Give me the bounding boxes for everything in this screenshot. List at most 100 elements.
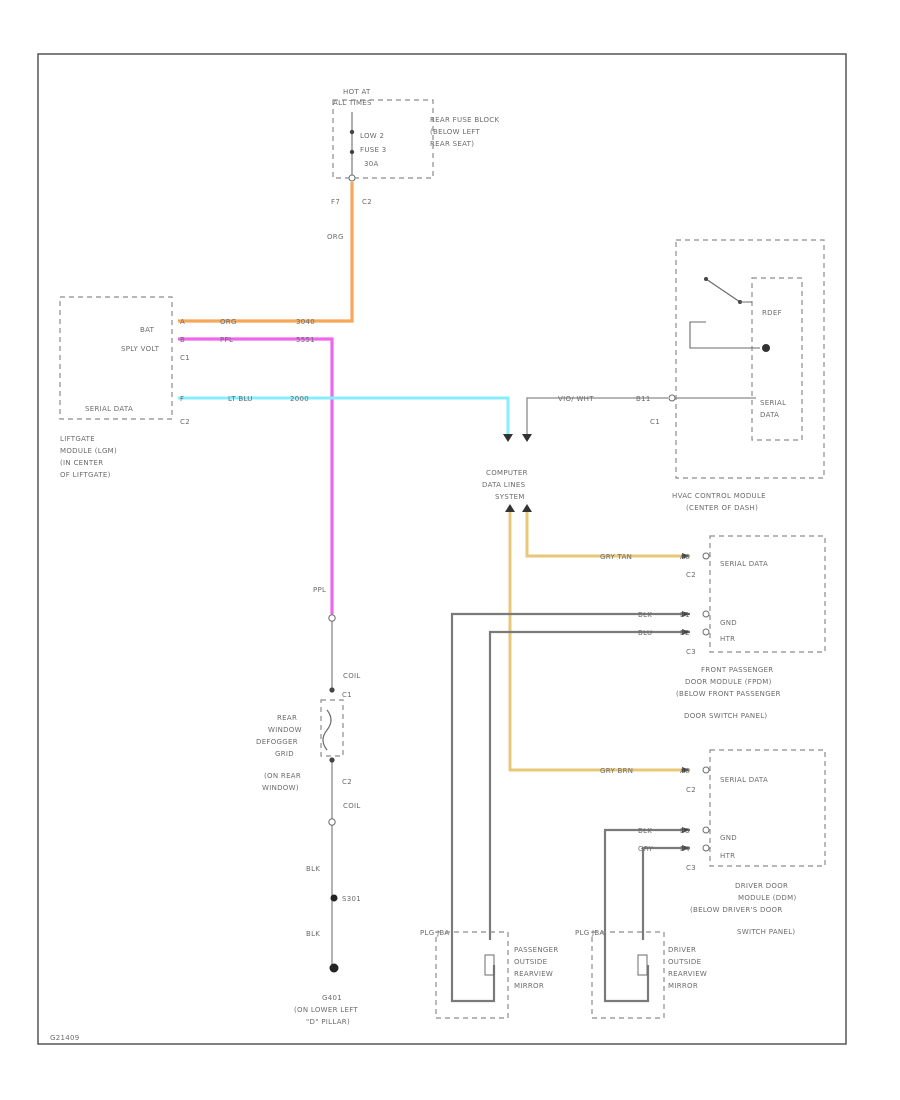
fpdm-htr-label: HTR [720,635,735,643]
hvac-indicator-icon [762,344,770,352]
fuse-block-name-2: (BELOW LEFT [430,128,480,136]
fpdm-gnd-label: GND [720,619,737,627]
fpdm-pin-b1: B1 [680,611,690,619]
wire-gray-ddm [641,846,690,940]
hvac-pin-b11: B11 [636,395,651,403]
liftgate-name-2: MODULE (LGM) [60,447,117,455]
hvac-rdef-label: RDEF [762,309,782,317]
splice-icon [330,894,338,902]
mirror-pass-label-4: MIRROR [514,982,544,990]
wire-label-blk-lower: BLK [306,930,320,938]
wire-label-coil-top: COIL [343,672,361,680]
ddm-name-1: DRIVER DOOR [735,882,788,890]
defogger-label-4: GRID [275,750,294,758]
defogger-c2-label: C2 [342,778,352,786]
wire-label-ppl-lower: PPL [313,586,326,594]
fpdm-name-1: FRONT PASSENGER [701,666,773,674]
fpdm-name-3: (BELOW FRONT PASSENGER [676,690,781,698]
ground-circuit: S301 G401 (ON LOWER LEFT "D" PILLAR) [294,894,361,1026]
hub-arrow-icon [522,434,532,442]
fpdm-c3-label: C3 [686,648,696,656]
hub-arrow-icon [505,504,515,512]
driver-outside-mirror: DRIVER OUTSIDE REARVIEW MIRROR [591,931,707,1019]
fuse-connector-label: C2 [362,198,372,206]
hvac-name-1: HVAC CONTROL MODULE [672,492,766,500]
fuse-block-name-1: REAR FUSE BLOCK [430,116,499,124]
hvac-control-module: RDEF SERIAL DATA B11 C1 HVAC CONTROL MOD… [636,239,825,512]
hvac-c1-label: C1 [650,418,660,426]
fuse-all-times-label: ALL TIMES [333,99,372,107]
wire-tan-ddm [508,506,690,772]
ddm-pin-a6: A6 [680,767,690,775]
liftgate-pin-f: F [180,395,184,403]
wire-label-blk-ddm: BLK [638,827,652,835]
wire-black-fpdm [450,612,690,1003]
fpdm-name-4: DOOR SWITCH PANEL) [684,712,767,720]
passenger-outside-mirror: PASSENGER OUTSIDE REARVIEW MIRROR [435,931,559,1019]
defogger-label-1: REAR [277,714,297,722]
mirror-pass-label-3: REARVIEW [514,970,553,978]
mirror-driver-label-3: REARVIEW [668,970,707,978]
figure-code: G21409 [50,1034,80,1042]
fuse-block-name-3: REAR SEAT) [430,140,474,148]
liftgate-c2-label: C2 [180,418,190,426]
fuse-connector-icon [348,174,356,182]
ddm-name-2: MODULE (DDM) [738,894,797,902]
liftgate-bat-label: BAT [140,326,155,334]
fpdm-c2-label: C2 [686,571,696,579]
wire-label-org-number: 3040 [296,318,315,326]
fuse-terminal-icon [349,149,355,155]
liftgate-name-4: OF LIFTGATE) [60,471,111,479]
liftgate-c1-label: C1 [180,354,190,362]
diagram-frame [37,53,847,1045]
ddm-name-4: SWITCH PANEL) [737,928,795,936]
fpdm-pin-a6: A6 [680,553,690,561]
wire-label-ltblu: LT BLU [228,395,253,403]
wire-label-ppl: PPL [220,336,233,344]
wire-orange [178,182,354,323]
hub-label-1: COMPUTER [486,469,528,477]
ground-label-3: "D" PILLAR) [306,1018,350,1026]
ddm-gnd-label: GND [720,834,737,842]
wire-label-ltblu-number: 2000 [290,395,309,403]
wire-cyan [178,396,510,434]
fpdm-serial-data-label: SERIAL DATA [720,560,768,568]
wire-label-gry-brn: GRY BRN [600,767,633,775]
fuse-pin-label: F7 [331,198,340,206]
liftgate-pin-b: B [180,336,185,344]
rear-fuse-block: HOT AT ALL TIMES LOW 2 FUSE 3 30A REAR F… [331,88,499,206]
mirror-driver-label-4: MIRROR [668,982,698,990]
defogger-c1-label: C1 [342,691,352,699]
ddm-htr-label: HTR [720,852,735,860]
hvac-serial-label-2: DATA [760,411,779,419]
wire-gray-hvac [526,397,668,434]
hub-arrow-icon [503,434,513,442]
fuse-hot-at-label: HOT AT [343,88,371,96]
fuse-terminal-icon [349,129,355,135]
wire-label-gry-ddm: GRY [638,845,653,853]
mirror-heater-icon [637,954,648,976]
hub-label-2: DATA LINES [482,481,526,489]
defogger-label-2: WINDOW [268,726,302,734]
ddm-name-3: (BELOW DRIVER'S DOOR [690,906,783,914]
defogger-label-3: DEFOGGER [256,738,298,746]
wire-label-blk-fpdm: BLK [638,611,652,619]
connector-arrow-icon [682,767,690,851]
wire-label-coil-bottom: COIL [343,802,361,810]
defogger-label-6: WINDOW) [262,784,299,792]
mirror-pass-label-2: OUTSIDE [514,958,547,966]
wire-labels: ORG ORG 3040 PPL 5551 LT BLU 2000 VIO/ W… [220,233,653,938]
ddm-c2-label: C2 [686,786,696,794]
hvac-name-2: (CENTER OF DASH) [686,504,758,512]
wires [178,182,756,1003]
hvac-connector-icon [668,394,676,402]
ddm-serial-data-label: SERIAL DATA [720,776,768,784]
wire-tan-fpdm [525,506,690,558]
wire-label-gry-tan: GRY TAN [600,553,632,561]
fuse-label-3: 30A [364,160,379,168]
wire-label-blk-upper: BLK [306,865,320,873]
mirror-pass-label-1: PASSENGER [514,946,559,954]
wire-pink [178,337,334,614]
wire-label-ppl-number: 5551 [296,336,315,344]
wire-label-org-vertical: ORG [327,233,344,241]
